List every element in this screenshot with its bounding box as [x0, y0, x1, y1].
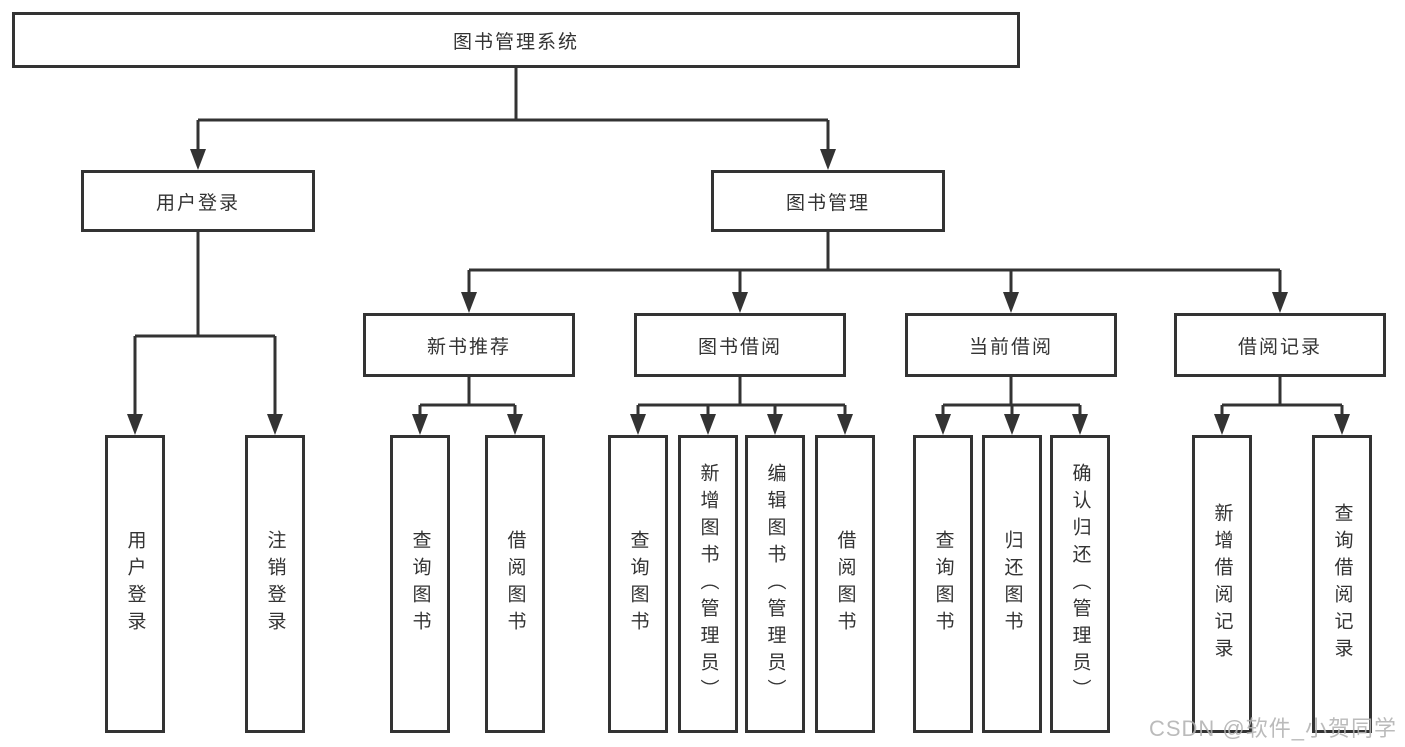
node-new-book-recommendation: 新书推荐 — [363, 313, 575, 377]
node-label: 查询图书 — [409, 530, 431, 638]
node-query-books-recommend: 查询图书 — [390, 435, 450, 733]
node-label: 查询图书 — [932, 530, 954, 638]
node-current-borrowing: 当前借阅 — [905, 313, 1117, 377]
node-label: 新增借阅记录 — [1211, 503, 1233, 665]
node-label: 借阅图书 — [504, 530, 526, 638]
node-book-management: 图书管理 — [711, 170, 945, 232]
csdn-watermark: CSDN @软件_小贺同学 — [1148, 716, 1397, 741]
node-return-books: 归还图书 — [982, 435, 1042, 733]
node-label: 查询借阅记录 — [1331, 503, 1353, 665]
node-borrow-books-recommend: 借阅图书 — [485, 435, 545, 733]
node-book-borrowing: 图书借阅 — [634, 313, 846, 377]
node-query-borrow-record: 查询借阅记录 — [1312, 435, 1372, 733]
node-query-books-borrowing: 查询图书 — [608, 435, 668, 733]
node-label: 借阅图书 — [834, 530, 856, 638]
node-label: 图书管理 — [785, 192, 870, 214]
node-label: 图书管理系统 — [452, 31, 579, 53]
node-label: 确认归还（管理员） — [1069, 462, 1091, 706]
node-borrowing-records: 借阅记录 — [1174, 313, 1386, 377]
node-query-books-current: 查询图书 — [913, 435, 973, 733]
node-label: 新书推荐 — [426, 336, 511, 358]
node-add-books-admin: 新增图书（管理员） — [678, 435, 738, 733]
node-label: 当前借阅 — [968, 336, 1053, 358]
node-label: 编辑图书（管理员） — [764, 462, 786, 706]
node-confirm-return-admin: 确认归还（管理员） — [1050, 435, 1110, 733]
node-label: 注销登录 — [264, 530, 286, 638]
node-label: 新增图书（管理员） — [697, 462, 719, 706]
node-label: 查询图书 — [627, 530, 649, 638]
node-user-login-group: 用户登录 — [81, 170, 315, 232]
node-borrow-books: 借阅图书 — [815, 435, 875, 733]
node-label: 借阅记录 — [1237, 336, 1322, 358]
node-logout: 注销登录 — [245, 435, 305, 733]
node-label: 归还图书 — [1001, 530, 1023, 638]
node-label: 图书借阅 — [697, 336, 782, 358]
node-edit-books-admin: 编辑图书（管理员） — [745, 435, 805, 733]
node-label: 用户登录 — [124, 530, 146, 638]
node-label: 用户登录 — [155, 192, 240, 214]
node-user-login: 用户登录 — [105, 435, 165, 733]
node-book-management-system: 图书管理系统 — [12, 12, 1020, 68]
node-add-borrow-record: 新增借阅记录 — [1192, 435, 1252, 733]
